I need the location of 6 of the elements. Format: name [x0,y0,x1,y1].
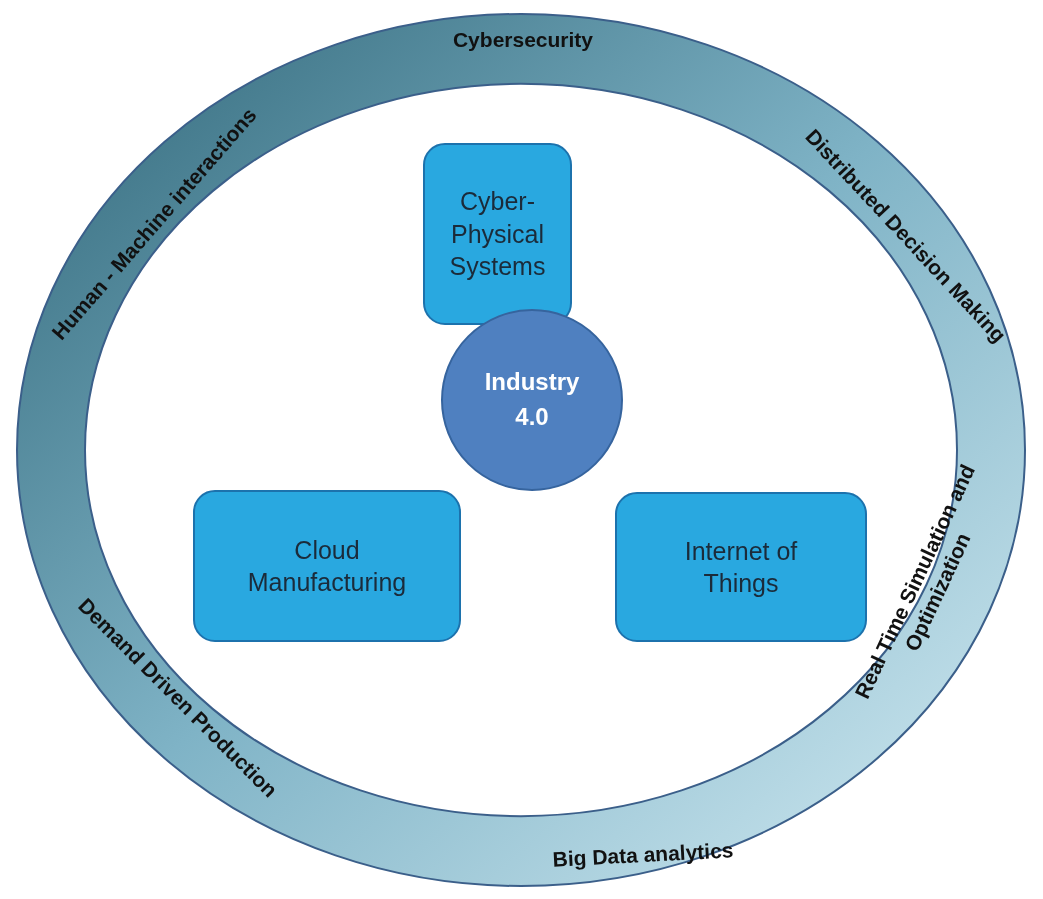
concept-box: Internet of Things [615,492,867,642]
concept-box: Cloud Manufacturing [193,490,461,642]
center-circle: Industry 4.0 [441,309,623,491]
ring-label: Big Data analytics [551,837,735,873]
ring-label: Cybersecurity [451,27,595,53]
concept-box: Cyber- Physical Systems [423,143,572,325]
